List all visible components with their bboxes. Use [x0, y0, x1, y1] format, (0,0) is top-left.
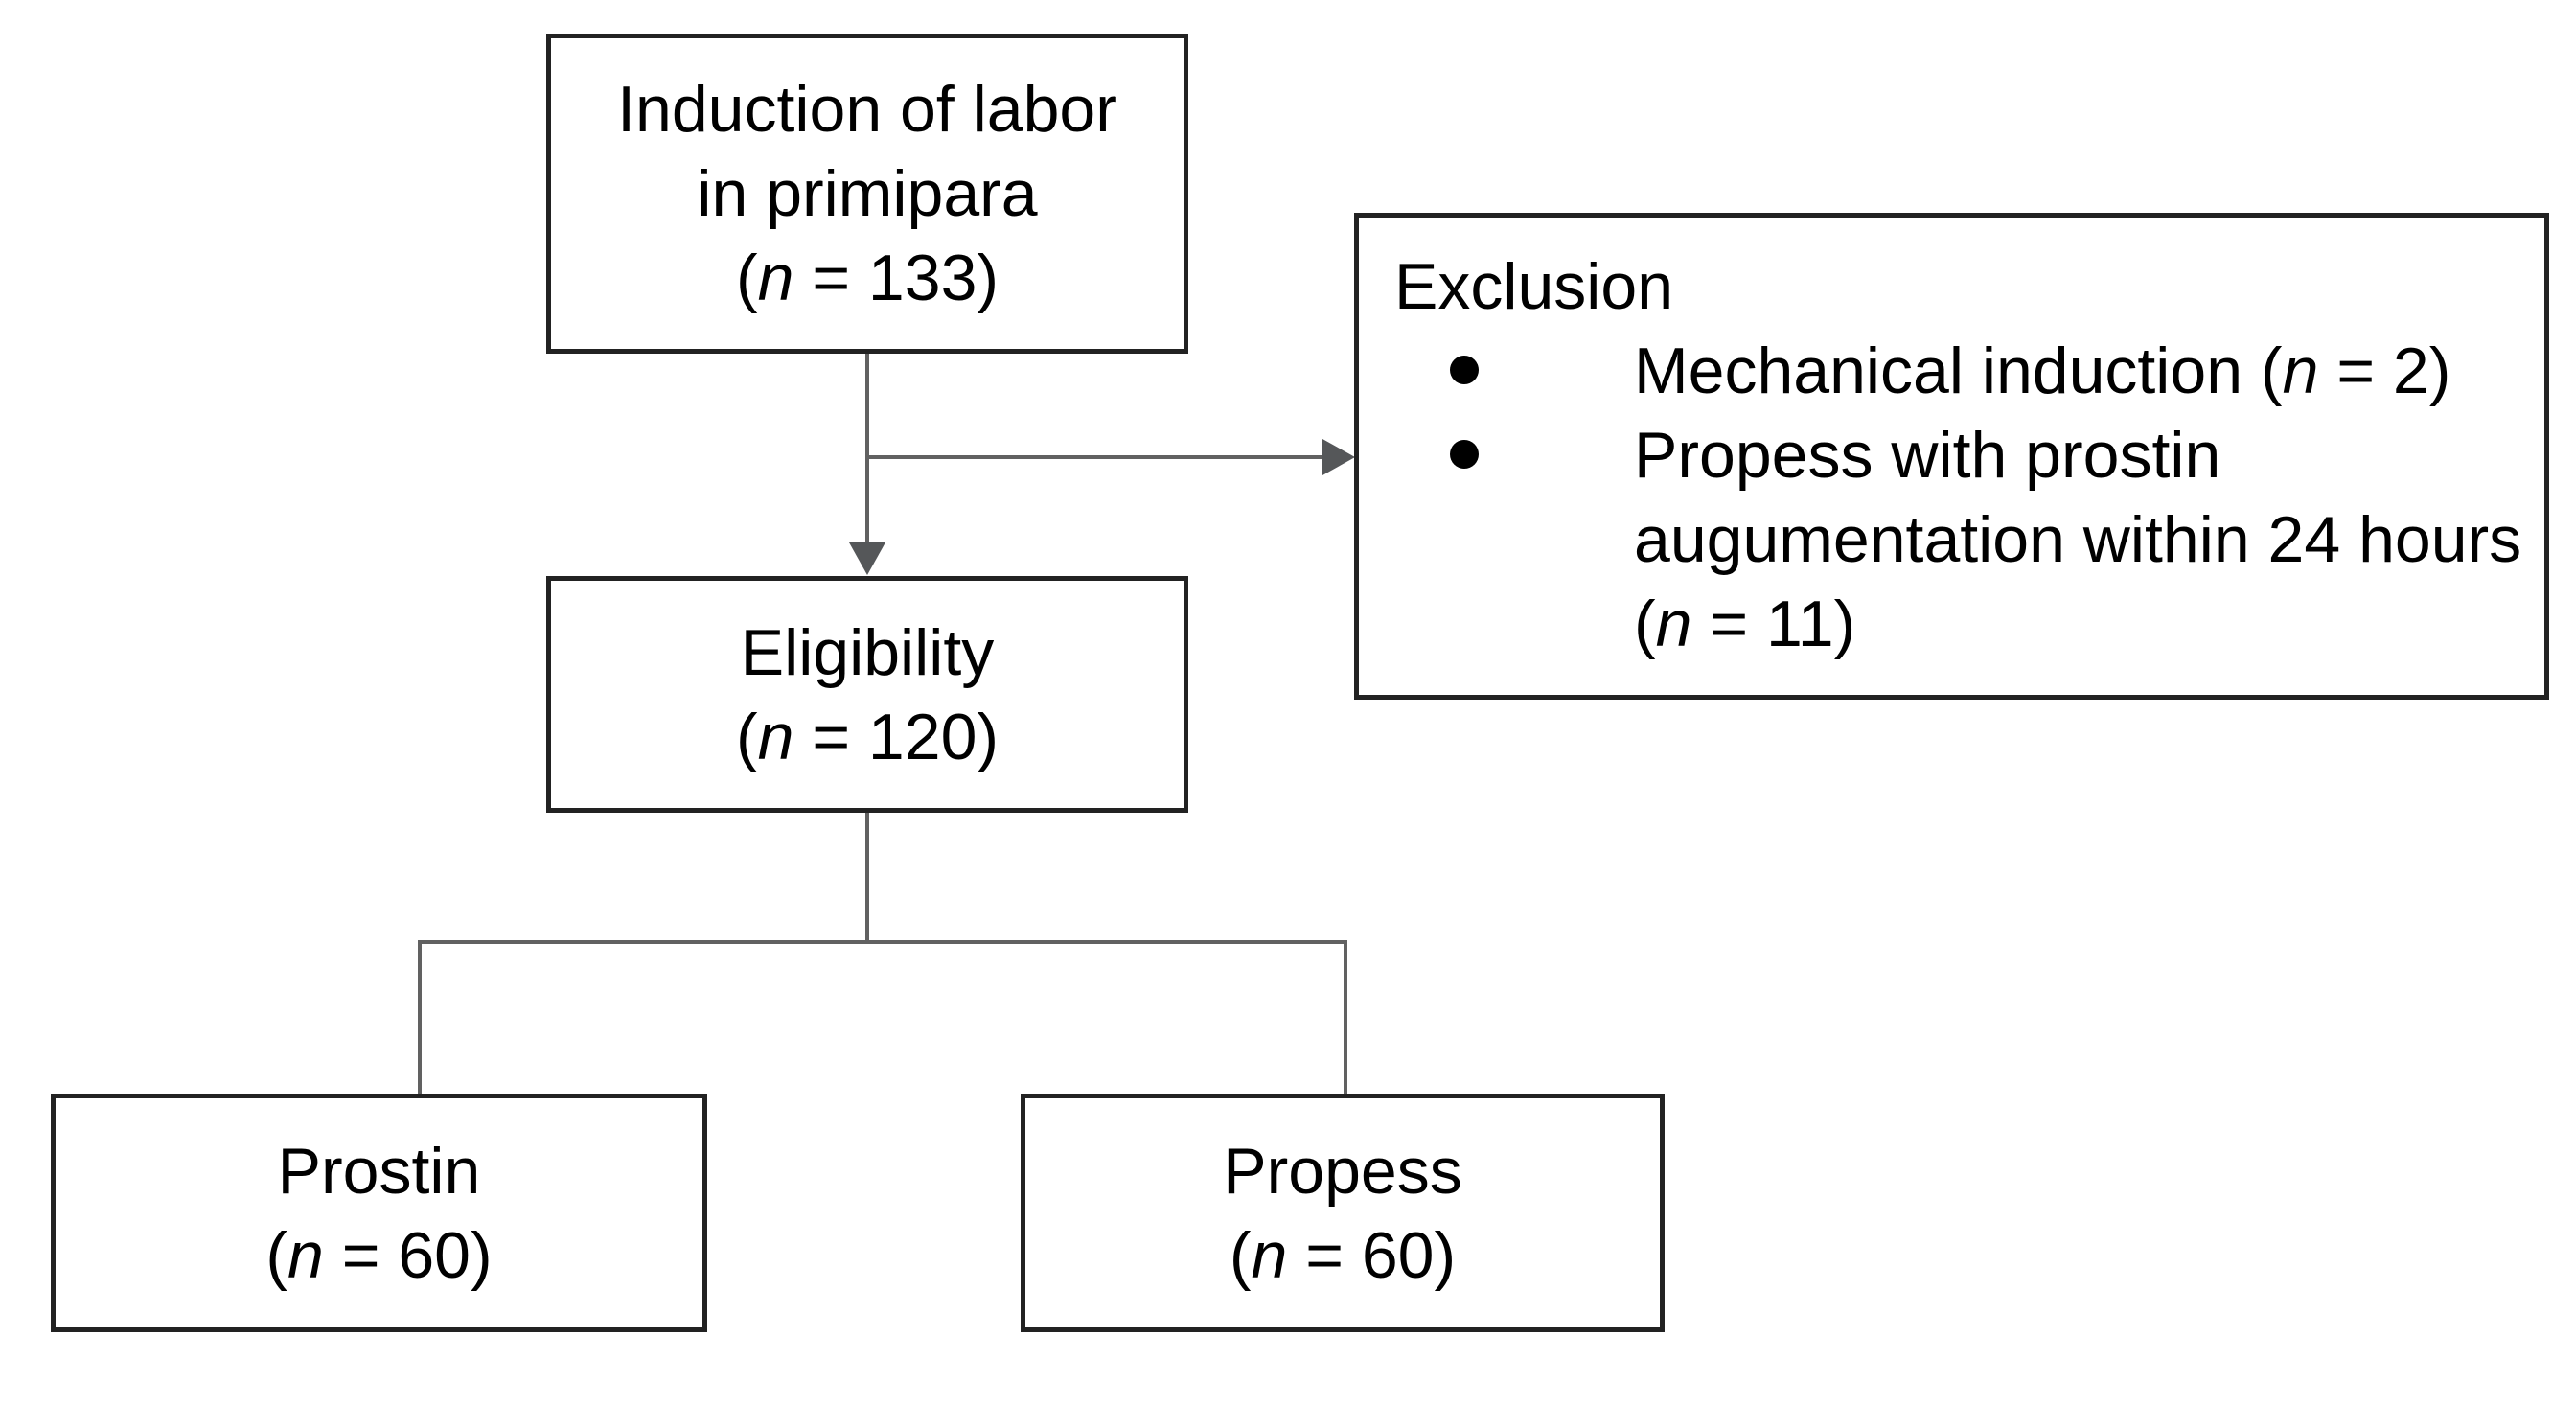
- text-line: Eligibility: [740, 615, 995, 689]
- exclusion-bullet-item: Propess with prostin augumentation within…: [1394, 413, 2525, 666]
- exclusion-bullet-item: Mechanical induction (n = 2): [1394, 329, 2525, 413]
- text-line: (n = 120): [735, 700, 1000, 773]
- connector-line: [418, 942, 422, 1094]
- arrow-down-icon: [849, 542, 886, 575]
- text-line: Propess: [1223, 1134, 1462, 1208]
- exclusion-box: Exclusion Mechanical induction (n = 2) P…: [1354, 213, 2549, 700]
- text-line: (n = 133): [735, 242, 1000, 314]
- propess-box: Propess (n = 60): [1021, 1094, 1665, 1332]
- exclusion-bullet-text: Mechanical induction (n = 2): [1634, 329, 2450, 413]
- arrow-right-icon: [1322, 439, 1355, 475]
- text-line: (n = 60): [265, 1218, 493, 1292]
- text-line: Prostin: [277, 1134, 481, 1208]
- connector-line: [867, 455, 1325, 459]
- text-line: Propess with prostin: [1634, 419, 2221, 492]
- text-line: (n = 11): [1634, 588, 1856, 660]
- connector-line: [1344, 942, 1347, 1094]
- text-line: Induction of labor: [617, 73, 1117, 146]
- prostin-box: Prostin (n = 60): [51, 1094, 707, 1332]
- bullet-icon: [1450, 440, 1479, 469]
- exclusion-bullet-text: Propess with prostin augumentation within…: [1634, 413, 2521, 666]
- eligibility-box: Eligibility (n = 120): [546, 576, 1188, 813]
- connector-line: [865, 813, 869, 942]
- connector-line: [418, 940, 1347, 944]
- text-line: augumentation within 24 hours: [1634, 503, 2522, 576]
- text-line: Mechanical induction (n = 2): [1634, 334, 2451, 407]
- bullet-icon: [1450, 356, 1479, 384]
- exclusion-title: Exclusion: [1394, 250, 1674, 323]
- connector-line: [865, 354, 869, 551]
- induction-box: Induction of labor in primipara (n = 133): [546, 34, 1188, 354]
- text-line: in primipara: [697, 157, 1038, 230]
- text-line: (n = 60): [1229, 1218, 1457, 1292]
